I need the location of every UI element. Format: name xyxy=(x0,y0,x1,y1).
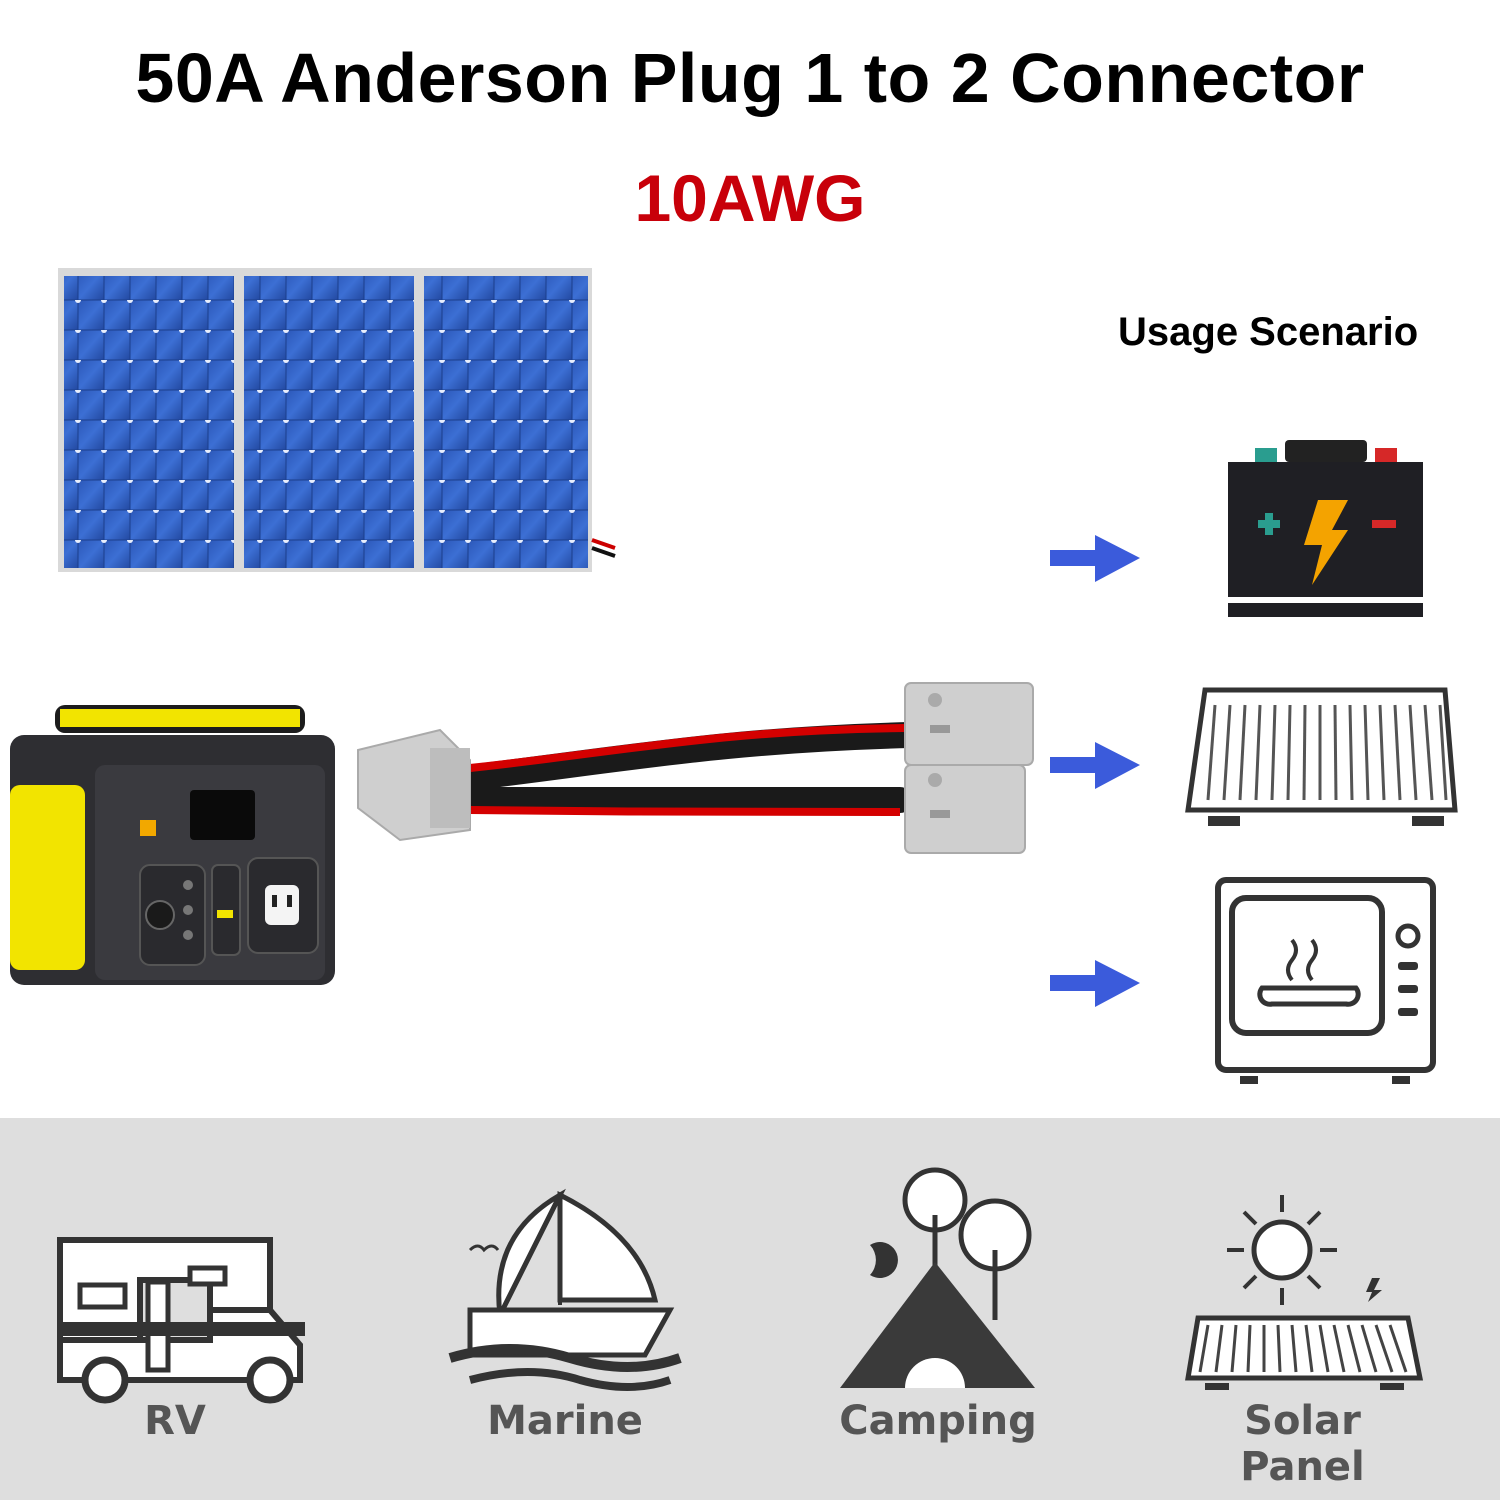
page-title: 50A Anderson Plug 1 to 2 Connector xyxy=(135,39,1365,117)
tent-icon xyxy=(840,1167,1035,1388)
anderson-y-cable-image xyxy=(357,682,1034,854)
arrow-right-icon xyxy=(1050,960,1140,1007)
solar-panel-icon xyxy=(1185,687,1458,826)
wire-gauge-label: 10AWG xyxy=(634,161,866,235)
sun-solar-icon xyxy=(1185,1195,1424,1390)
usage-scenario-heading: Usage Scenario xyxy=(1118,310,1419,354)
rv-icon xyxy=(57,1237,305,1404)
arrow-right-icon xyxy=(1050,535,1140,582)
solar-panels-image xyxy=(58,268,616,572)
scenario-label-solar-panel: Solar Panel xyxy=(1240,1398,1365,1490)
car-battery-icon xyxy=(1228,440,1423,617)
arrow-icons xyxy=(1050,535,1140,1007)
scenario-label-camping: Camping xyxy=(839,1398,1037,1444)
arrow-right-icon xyxy=(1050,742,1140,789)
scenario-label-rv: RV xyxy=(144,1398,206,1444)
sailboat-icon xyxy=(448,1188,682,1391)
power-station-image xyxy=(10,705,335,985)
scenario-label-marine: Marine xyxy=(487,1398,643,1444)
microwave-icon xyxy=(1215,877,1436,1084)
